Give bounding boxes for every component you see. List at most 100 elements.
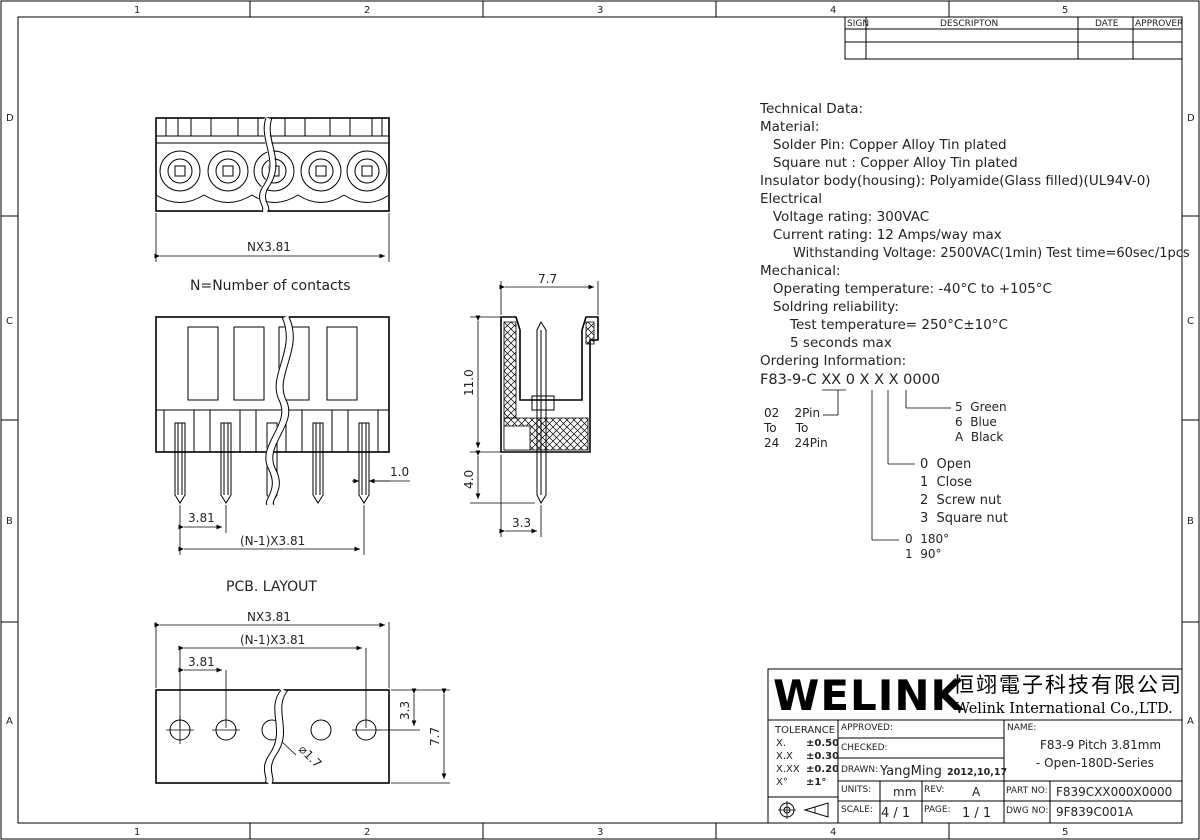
- color-option: 5 Green: [955, 400, 1007, 414]
- row-label-a: A: [6, 716, 13, 727]
- type-option: 0 Open: [920, 457, 971, 472]
- ordering-information: F83-9-C XX 0 X X X 0000 02 2Pin To To 24…: [760, 372, 1008, 561]
- projection-symbol-icon: [778, 801, 829, 819]
- brand-logo: WELINK: [773, 671, 965, 720]
- pins-range: To To: [763, 421, 808, 435]
- color-option: 6 Blue: [955, 415, 997, 429]
- dim-pitch-pcb: 3.81: [188, 655, 215, 669]
- page-label: PAGE:: [924, 805, 951, 815]
- num-contacts-label: N=Number of contacts: [190, 278, 351, 294]
- row-label-d-right: D: [1187, 113, 1195, 124]
- type-option: 2 Screw nut: [920, 493, 1001, 508]
- company-name-en: Welink International Co.,LTD.: [955, 701, 1173, 717]
- tech-line: Electrical: [760, 191, 822, 207]
- row-label-b: B: [6, 516, 13, 527]
- part-name-line1: F83-9 Pitch 3.81mm: [1040, 738, 1161, 752]
- col-label-3-bottom: 3: [597, 827, 603, 838]
- row-label-b-right: B: [1187, 516, 1194, 527]
- type-option: 1 Close: [920, 475, 972, 490]
- scale-value: 4 / 1: [881, 806, 910, 821]
- tolerance-class: X.XX: [776, 764, 800, 775]
- col-label-1-bottom: 1: [134, 827, 140, 838]
- tech-line: Material:: [760, 119, 819, 135]
- checked-label: CHECKED:: [841, 743, 888, 753]
- color-option: A Black: [955, 430, 1003, 444]
- front-view: 1.0 3.81 (N-1)X3.81: [155, 315, 410, 555]
- row-label-c: C: [6, 316, 13, 327]
- part-name-line2: - Open-180D-Series: [1036, 756, 1154, 770]
- tolerance-class: X.: [776, 738, 786, 749]
- dim-hole-diameter: ⌀1.7: [296, 742, 325, 771]
- units-value: mm: [893, 785, 916, 799]
- row-label-c-right: C: [1187, 316, 1194, 327]
- tech-line: Test temperature= 250°C±10°C: [760, 317, 1008, 333]
- tolerance-class: X.X: [776, 751, 793, 762]
- side-view: 7.7 11.0 4.0 3.3: [462, 272, 599, 537]
- rev-header-sign: SIGN: [847, 19, 869, 29]
- drawn-date: 2012,10,17: [947, 767, 1007, 778]
- dim-n1x381-pcb: (N-1)X3.81: [240, 633, 305, 647]
- dim-depth-pcb: 7.7: [428, 727, 442, 746]
- rev-header-description: DESCRIPTON: [940, 19, 998, 29]
- top-view-housing: NX3.81: [154, 116, 390, 262]
- row-label-d: D: [6, 113, 14, 124]
- dim-n1x381-front: (N-1)X3.81: [240, 534, 305, 548]
- dwg-no-label: DWG NO:: [1006, 806, 1048, 816]
- rev-value: A: [972, 785, 981, 799]
- ordering-code: F83-9-C XX 0 X X X 0000: [760, 372, 940, 388]
- tech-line: Square nut : Copper Alloy Tin plated: [760, 155, 1018, 171]
- col-label-5: 5: [1062, 5, 1068, 16]
- col-label-5-bottom: 5: [1062, 827, 1068, 838]
- dim-pin-offset-side: 3.3: [512, 516, 531, 530]
- tolerance-label: TOLERANCE: [774, 725, 835, 736]
- dim-nx381-top: NX3.81: [247, 240, 291, 254]
- pins-range: 24 24Pin: [764, 436, 828, 450]
- dim-hole-row-pcb: 3.3: [398, 701, 412, 720]
- dim-pin-length-side: 4.0: [462, 470, 476, 489]
- tech-line: Mechanical:: [760, 263, 841, 279]
- part-no-value: F839CXX000X0000: [1056, 785, 1172, 799]
- tech-line: 5 seconds max: [760, 335, 892, 351]
- col-label-4: 4: [830, 5, 836, 16]
- tolerance-value: ±1°: [806, 777, 826, 788]
- tech-line: Current rating: 12 Amps/way max: [760, 227, 1002, 243]
- tech-line: Soldring reliability:: [760, 299, 899, 315]
- name-label: NAME:: [1007, 723, 1036, 733]
- tolerance-value: ±0.20: [806, 764, 839, 775]
- row-label-a-right: A: [1187, 716, 1194, 727]
- revision-table: SIGN DESCRIPTON DATE APPROVER: [844, 16, 1183, 60]
- tech-line: Ordering Information:: [760, 353, 906, 369]
- rev-header-date: DATE: [1095, 19, 1119, 29]
- scale-label: SCALE:: [841, 805, 873, 815]
- approved-label: APPROVED:: [841, 723, 893, 733]
- drawn-label: DRAWN:: [841, 765, 878, 775]
- tech-line: Solder Pin: Copper Alloy Tin plated: [760, 137, 1007, 153]
- drawn-by: YangMing: [879, 764, 942, 779]
- dim-nx381-pcb: NX3.81: [247, 610, 291, 624]
- tolerance-class: X°: [776, 777, 788, 788]
- technical-data: Technical Data: Material: Solder Pin: Co…: [759, 101, 1190, 369]
- type-option: 3 Square nut: [920, 511, 1008, 526]
- col-label-2: 2: [364, 5, 370, 16]
- part-no-label: PART NO:: [1006, 786, 1048, 796]
- units-label: UNITS:: [841, 785, 871, 795]
- page-value: 1 / 1: [962, 806, 991, 821]
- tolerance-value: ±0.50: [806, 738, 839, 749]
- angle-option: 0 180°: [905, 532, 949, 546]
- title-block: [767, 668, 1183, 824]
- rev-label: REV:: [924, 785, 944, 795]
- rev-header-approver: APPROVER: [1135, 19, 1183, 29]
- dim-height-side: 11.0: [462, 369, 476, 396]
- tech-line: Technical Data:: [759, 101, 863, 117]
- col-label-1: 1: [134, 5, 140, 16]
- col-label-2-bottom: 2: [364, 827, 370, 838]
- dim-depth-side: 7.7: [538, 272, 557, 286]
- pcb-layout-view: NX3.81 (N-1)X3.81 3.81 ⌀1.7 3.3 7.7: [154, 610, 450, 786]
- company-name-cn: 恒翊電子科技有限公司: [953, 673, 1183, 697]
- tech-line: Withstanding Voltage: 2500VAC(1min) Test…: [760, 246, 1190, 261]
- col-label-3: 3: [597, 5, 603, 16]
- angle-option: 1 90°: [905, 547, 942, 561]
- dwg-no-value: 9F839C001A: [1056, 805, 1134, 819]
